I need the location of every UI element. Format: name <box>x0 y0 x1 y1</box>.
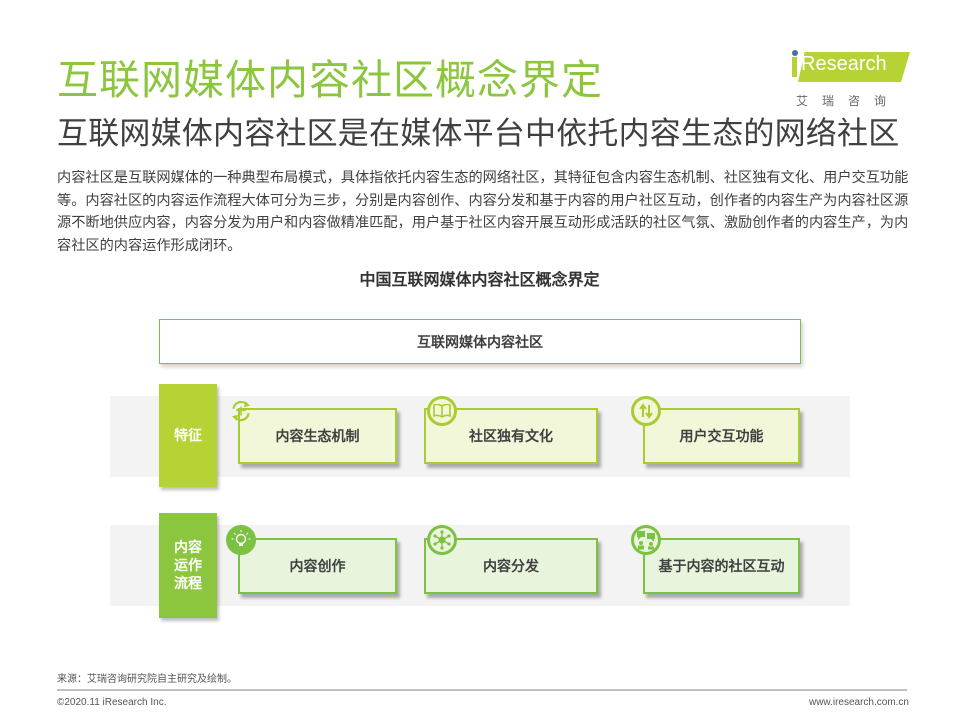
diagram-title: 中国互联网媒体内容社区概念界定 <box>359 270 600 289</box>
root-concept-label: 互联网媒体内容社区 <box>417 334 543 351</box>
category-label-line: 运作 <box>174 557 202 574</box>
category-tab-features: 特征 <box>159 384 217 487</box>
exchange-arrows-icon <box>631 396 661 426</box>
book-icon <box>427 396 457 426</box>
root-concept-box: 互联网媒体内容社区 <box>159 319 801 364</box>
category-label-line: 内容 <box>174 539 202 556</box>
website-link[interactable]: www.iresearch.com.cn <box>808 697 909 708</box>
users-chat-icon <box>631 525 661 555</box>
page-subtitle: 互联网媒体内容社区是在媒体平台中依托内容生态的网络社区 <box>57 116 900 152</box>
feature-card-content-ecosystem: 内容生态机制 <box>238 408 397 464</box>
card-label: 内容生态机制 <box>275 429 360 445</box>
source-note: 来源：艾瑞咨询研究院自主研究及绘制。 <box>57 674 237 685</box>
card-label: 社区独有文化 <box>469 429 553 445</box>
card-label: 基于内容的社区互动 <box>658 559 785 575</box>
network-hub-icon <box>427 525 457 555</box>
logo-brand-cn: 艾瑞咨询 <box>796 94 901 108</box>
iresearch-logo: Research 艾瑞咨询 <box>792 50 922 110</box>
category-label-line: 流程 <box>174 575 202 592</box>
copyright-text: ©2020.11 iResearch Inc. <box>57 697 167 708</box>
logo-dot <box>792 50 798 56</box>
card-label: 用户交互功能 <box>679 429 764 445</box>
process-card-community-interaction: 基于内容的社区互动 <box>643 538 800 594</box>
logo-badge <box>798 52 910 82</box>
card-label: 内容分发 <box>483 559 539 575</box>
feature-card-user-interaction: 用户交互功能 <box>643 408 800 464</box>
process-card-content-creation: 内容创作 <box>238 538 397 594</box>
footer-divider <box>57 689 907 691</box>
category-label: 特征 <box>174 427 202 444</box>
card-label: 内容创作 <box>289 559 346 575</box>
description-paragraph: 内容社区是互联网媒体的一种典型布局模式，具体指依托内容生态的网络社区，其特征包含… <box>57 170 909 254</box>
page-title: 互联网媒体内容社区概念界定 <box>57 56 603 104</box>
category-tab-process: 内容 运作 流程 <box>159 513 217 618</box>
logo-brand-text: Research <box>801 53 887 75</box>
eco-cycle-icon <box>226 396 256 426</box>
logo-i-stem <box>792 57 797 77</box>
lightbulb-icon <box>226 525 256 555</box>
